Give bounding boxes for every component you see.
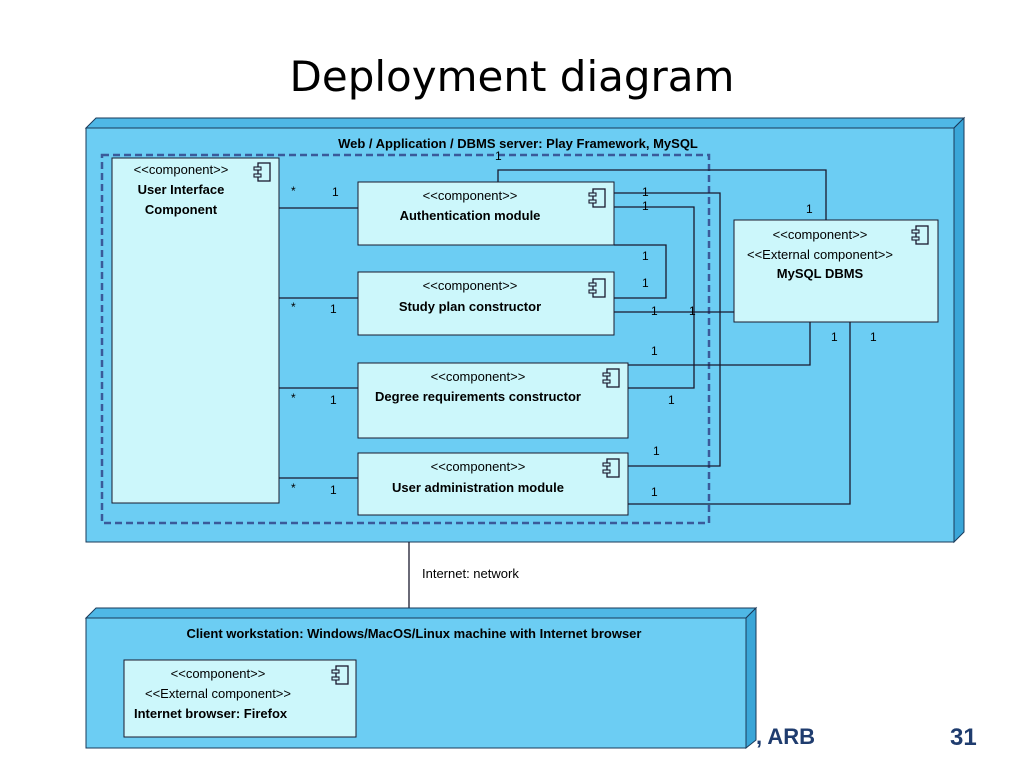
browser-name: Internet browser: Firefox [134, 706, 288, 721]
component-icon [588, 188, 606, 208]
mult-admin-auth: 1 [653, 444, 660, 458]
mult-auth-right-1: 1 [642, 185, 649, 199]
component-icon [911, 225, 929, 245]
degree-stereotype: <<component>> [431, 369, 526, 384]
mult-study-mysql-b: 1 [689, 304, 696, 318]
internet-browser-component[interactable]: <<component>> <<External component>> Int… [123, 659, 357, 738]
admin-name: User administration module [392, 480, 564, 495]
ui-component[interactable]: <<component>> User Interface Component [111, 157, 280, 504]
mult-ui-degree-one: 1 [330, 393, 337, 407]
mult-study-mysql-a: 1 [651, 304, 658, 318]
component-package [100, 153, 711, 525]
user-administration-module[interactable]: <<component>> User administration module [357, 452, 629, 516]
mysql-stereotype2: <<External component>> [747, 247, 893, 262]
degree-name: Degree requirements constructor [375, 389, 581, 404]
study-plan-constructor[interactable]: <<component>> Study plan constructor [357, 271, 615, 336]
mult-ui-admin-one: 1 [330, 483, 337, 497]
degree-requirements-constructor[interactable]: <<component>> Degree requirements constr… [357, 362, 629, 439]
mult-ui-degree-star: * [291, 391, 296, 405]
study-stereotype: <<component>> [423, 278, 518, 293]
connections [279, 169, 851, 608]
mysql-name: MySQL DBMS [777, 266, 864, 281]
network-link-label: Internet: network [422, 566, 519, 581]
mult-mysql-top: 1 [806, 202, 813, 216]
component-icon [331, 665, 349, 685]
server-node-title: Web / Application / DBMS server: Play Fr… [338, 136, 698, 151]
component-icon [253, 162, 271, 182]
mysql-stereotype: <<component>> [773, 227, 868, 242]
mult-admin-mysql: 1 [651, 485, 658, 499]
mult-mysql-bottom-b: 1 [870, 330, 877, 344]
authentication-module[interactable]: <<component>> Authentication module [357, 181, 615, 246]
mult-degree-mysql: 1 [651, 344, 658, 358]
browser-stereotype: <<component>> [171, 666, 266, 681]
component-icon [602, 368, 620, 388]
slide-title: Deployment diagram [289, 52, 735, 101]
auth-stereotype: <<component>> [423, 188, 518, 203]
ui-component-stereotype: <<component>> [134, 162, 229, 177]
mult-ui-study-star: * [291, 300, 296, 314]
footer-text: , ARB [756, 724, 816, 749]
mysql-dbms[interactable]: <<component>> <<External component>> MyS… [733, 219, 939, 323]
mult-mysql-bottom-a: 1 [831, 330, 838, 344]
mult-auth-study-a: 1 [642, 249, 649, 263]
mult-ui-auth-one: 1 [332, 185, 339, 199]
mult-ui-auth-star: * [291, 184, 296, 198]
mult-auth-study-b: 1 [642, 276, 649, 290]
multiplicity-labels: * 1 * 1 * 1 * 1 1 1 1 1 1 1 1 1 1 1 1 1 … [291, 149, 877, 499]
study-name: Study plan constructor [399, 299, 541, 314]
ui-component-name-line2: Component [145, 202, 218, 217]
auth-name: Authentication module [400, 208, 541, 223]
admin-stereotype: <<component>> [431, 459, 526, 474]
mult-auth-top: 1 [495, 149, 502, 163]
client-node-title: Client workstation: Windows/MacOS/Linux … [187, 626, 642, 641]
page-number: 31 [950, 724, 977, 751]
mult-ui-study-one: 1 [330, 302, 337, 316]
browser-stereotype2: <<External component>> [145, 686, 291, 701]
ui-component-name-line1: User Interface [138, 182, 225, 197]
component-icon [588, 278, 606, 298]
mult-auth-right-2: 1 [642, 199, 649, 213]
component-icon [602, 458, 620, 478]
mult-degree-auth: 1 [668, 393, 675, 407]
mult-ui-admin-star: * [291, 481, 296, 495]
